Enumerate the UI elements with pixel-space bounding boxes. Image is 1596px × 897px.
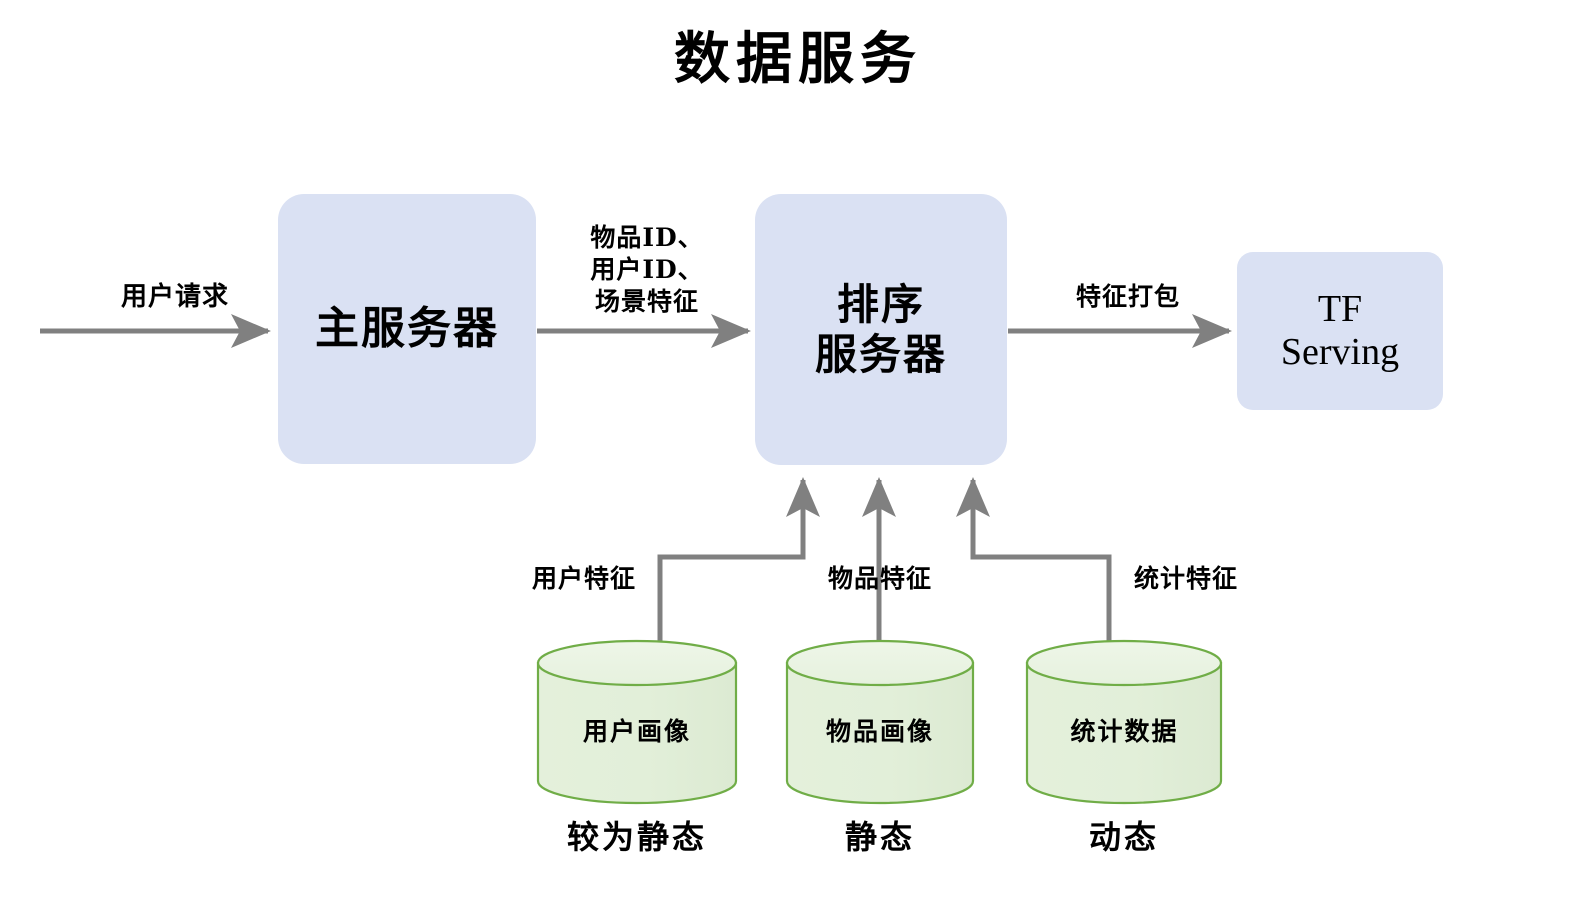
edge-label-request-payload: 物品ID、 用户ID、 场景特征: [590, 223, 704, 316]
edge-label-stat-feature: 统计特征: [1133, 564, 1238, 593]
connectors-group: [40, 313, 1232, 650]
page-title: 数据服务: [674, 26, 922, 92]
edge-label-item-feature: 物品特征: [827, 564, 932, 593]
caption-statistics-db: 动态: [1088, 818, 1159, 856]
node-ranking-server-label: 排序 服务器: [814, 279, 947, 379]
db-item-profile-label: 物品画像: [825, 717, 934, 746]
db-statistics-label: 统计数据: [1070, 717, 1179, 746]
connector-stat-db-to-ranking-arrow: [955, 477, 1112, 650]
cylinders-group: [536, 639, 1223, 805]
node-tf-serving-label: TF Serving: [1280, 288, 1400, 373]
node-main-server[interactable]: 主服务器: [278, 194, 536, 464]
db-user-profile-label: 用户画像: [582, 717, 691, 746]
node-tf-serving[interactable]: TF Serving: [1237, 252, 1443, 410]
edge-label-feature-package: 特征打包: [1075, 282, 1180, 311]
connector-user-db-to-ranking-arrow: [657, 477, 820, 650]
caption-item-profile-db: 静态: [844, 818, 915, 856]
edge-label-user-feature: 用户特征: [531, 564, 636, 593]
node-ranking-server[interactable]: 排序 服务器: [755, 194, 1007, 465]
node-main-server-label: 主服务器: [315, 303, 499, 355]
edge-label-user-request: 用户请求: [120, 282, 229, 312]
cylinder-statistics-db: [1025, 639, 1223, 805]
cylinder-item-profile-db: [785, 639, 975, 805]
caption-user-profile-db: 较为静态: [566, 818, 707, 856]
cylinder-user-profile-db: [536, 639, 738, 805]
